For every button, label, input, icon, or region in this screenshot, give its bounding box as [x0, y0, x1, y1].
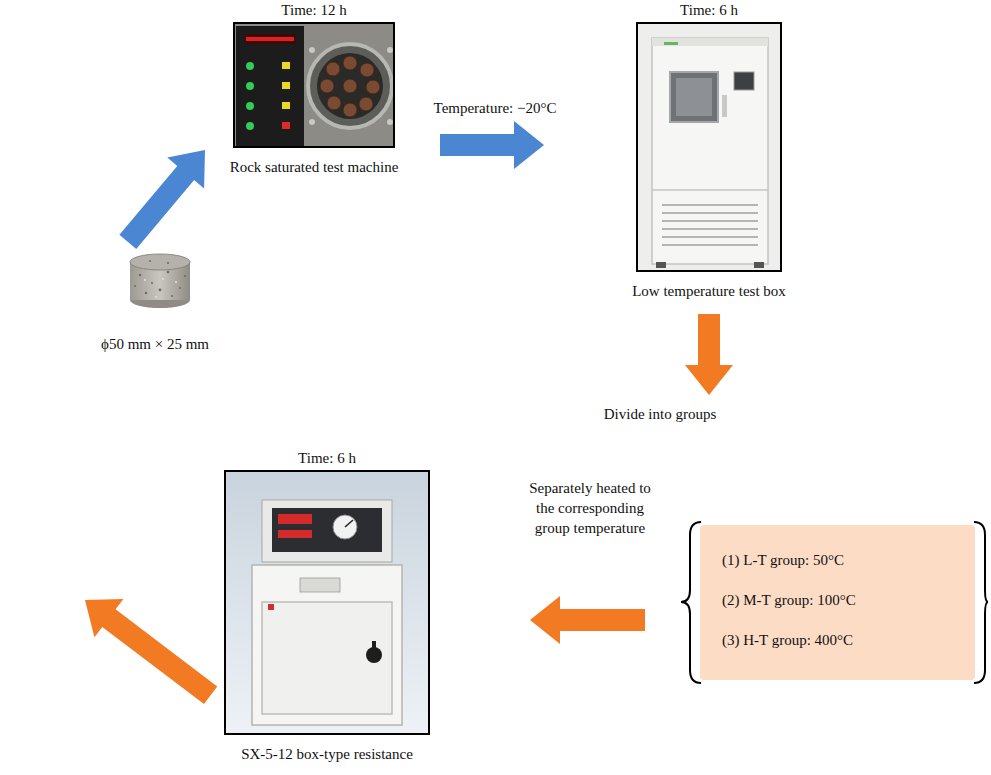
- specimen-cylinder: [130, 254, 190, 308]
- equipment-station: Time: 6 h SX-5-12 box-type resistance: [217, 449, 437, 763]
- low-temperature-chamber-photo: [636, 22, 782, 272]
- photo-frame: [233, 22, 395, 148]
- block-arrow: [119, 150, 205, 249]
- group-panel: (1) L-T group: 50°C(2) M-T group: 100°C(…: [700, 525, 975, 680]
- specimen: ϕ50 mm × 25 mm: [75, 248, 235, 353]
- equipment-station: Time: 6 h Low temperature test box: [609, 1, 809, 300]
- group-item: (1) L-T group: 50°C: [722, 540, 965, 580]
- equipment-caption: SX-5-12 box-type resistance: [217, 745, 437, 763]
- block-arrow: [440, 121, 544, 169]
- duration-label: Time: 12 h: [214, 1, 414, 19]
- block-arrow: [685, 314, 733, 395]
- curly-brace: [681, 522, 988, 683]
- edge-label: Separately heated to the corresponding g…: [520, 478, 660, 538]
- dimension-label: ϕ50 mm × 25 mm: [75, 335, 235, 353]
- specimen-space: [75, 248, 235, 335]
- saturation-machine-photo: [233, 22, 395, 148]
- equipment-caption: Rock saturated test machine: [214, 158, 414, 176]
- equipment-station: Time: 12 h Rock saturated test machine: [214, 1, 414, 176]
- group-item: (2) M-T group: 100°C: [722, 580, 965, 620]
- resistance-furnace-photo: [224, 470, 430, 735]
- equipment-caption: Low temperature test box: [609, 282, 809, 300]
- photo-frame: [636, 22, 782, 272]
- duration-label: Time: 6 h: [217, 449, 437, 467]
- duration-label: Time: 6 h: [609, 1, 809, 19]
- edge-label: Divide into groups: [580, 404, 740, 424]
- block-arrow: [530, 596, 645, 644]
- group-item: (3) H-T group: 400°C: [722, 620, 965, 660]
- photo-frame: [224, 470, 430, 735]
- edge-label: Temperature: −20°C: [410, 98, 580, 118]
- block-arrow: [85, 599, 217, 704]
